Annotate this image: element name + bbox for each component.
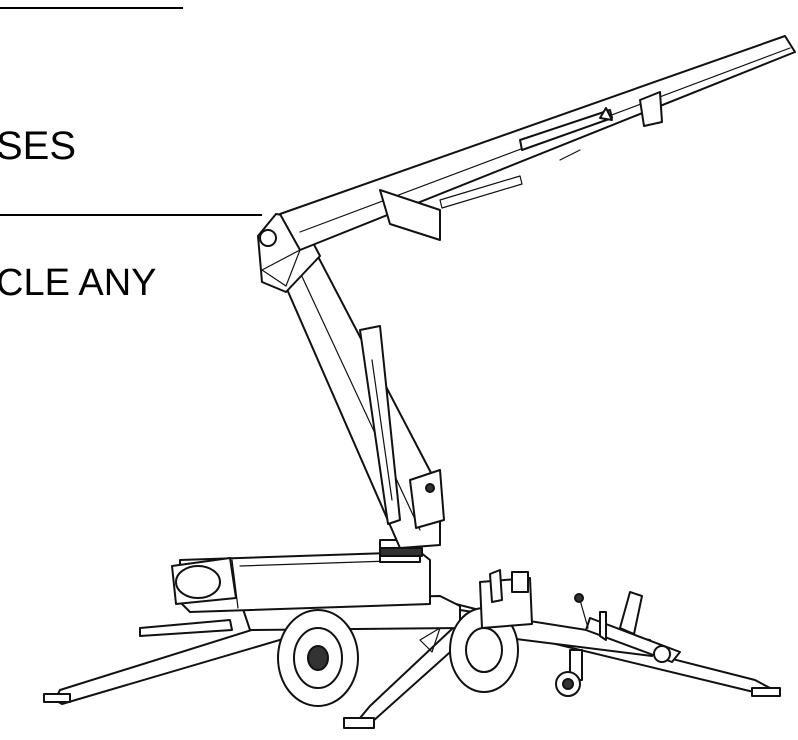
wheel-right (449, 607, 519, 693)
underline-middle (0, 214, 262, 216)
wheel-left (277, 609, 359, 707)
turntable (171, 539, 431, 613)
stowed-basket (479, 569, 533, 629)
upper-boom (279, 35, 796, 251)
underline-top (0, 7, 183, 9)
cropped-text-line-2: CLE ANY (0, 262, 157, 304)
outrigger-rear-left (43, 617, 301, 705)
cropped-text-line-1: SES (0, 124, 77, 168)
